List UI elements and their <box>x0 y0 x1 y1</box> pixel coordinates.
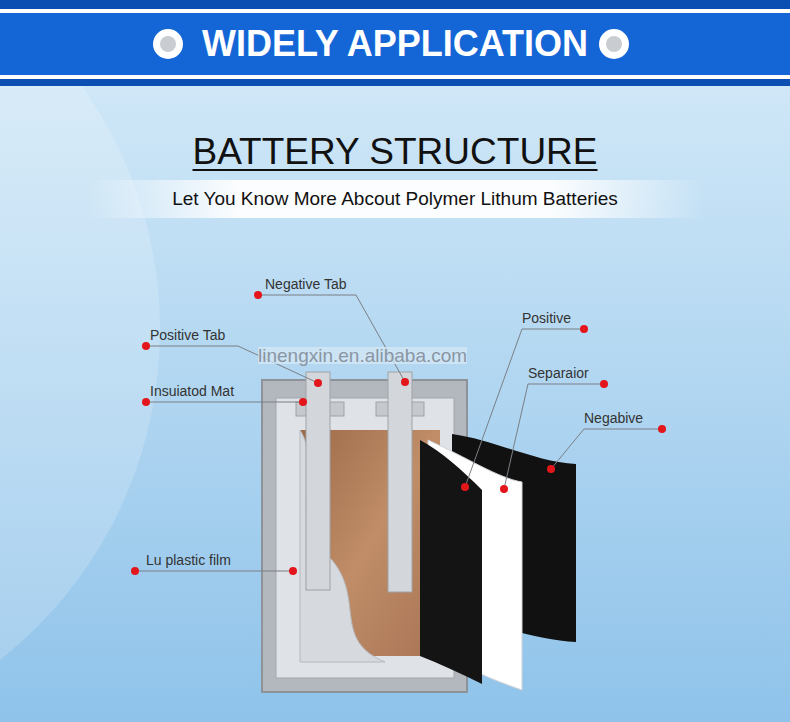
watermark: linengxin.en.alibaba.com <box>258 347 467 364</box>
leader-line <box>504 384 604 489</box>
banner-dot <box>160 36 176 52</box>
negative-tab <box>388 372 412 592</box>
banner-strip <box>0 0 790 9</box>
callout-dot <box>131 567 139 575</box>
banner-strip <box>0 9 790 13</box>
part-label: Insuiatod Mat <box>150 383 234 400</box>
part-label: Negabive <box>584 410 643 427</box>
part-label: Positive Tab <box>150 327 225 344</box>
positive-sheet <box>420 440 482 684</box>
part-label: Negative Tab <box>265 276 346 293</box>
banner-band <box>0 13 790 75</box>
leader-line <box>465 329 584 487</box>
callout-dot <box>142 342 150 350</box>
leader-line <box>551 429 662 469</box>
banner-strip <box>0 79 790 86</box>
leader-line <box>135 571 293 572</box>
callout-dot <box>600 380 608 388</box>
subtitle-band-ground <box>85 180 705 218</box>
part-label: Separaior <box>528 365 589 382</box>
pale-arc <box>0 0 160 722</box>
leader-line <box>258 295 405 382</box>
callout-dot <box>299 398 307 406</box>
banner-text: WIDELY APPLICATION <box>202 23 588 65</box>
battery-illustration <box>262 372 576 692</box>
banner-dot <box>153 29 183 59</box>
banner-dot <box>599 29 629 59</box>
callout-dot <box>401 378 409 386</box>
leader-line <box>146 402 303 403</box>
banner-band: WIDELY APPLICATION <box>180 13 610 75</box>
callout-dot <box>658 425 666 433</box>
title: BATTERY STRUCTURE <box>193 131 598 173</box>
callout-dot <box>254 291 262 299</box>
part-label: Lu plastic film <box>146 552 231 569</box>
positive-tab <box>306 372 330 590</box>
leader-lines <box>131 291 666 575</box>
callout-dot <box>461 483 469 491</box>
callout-dot <box>142 398 150 406</box>
callout-dot <box>500 485 508 493</box>
callout-dot <box>580 325 588 333</box>
banner-strip <box>0 75 790 79</box>
subtitle-text: Let You Know More Abcout Polymer Lithum … <box>172 188 618 210</box>
callout-dot <box>314 379 322 387</box>
subtitle-band: Let You Know More Abcout Polymer Lithum … <box>85 180 705 218</box>
callout-dot <box>289 567 297 575</box>
part-label: Positive <box>522 310 571 327</box>
callout-dot <box>547 465 555 473</box>
banner-dot <box>606 36 622 52</box>
